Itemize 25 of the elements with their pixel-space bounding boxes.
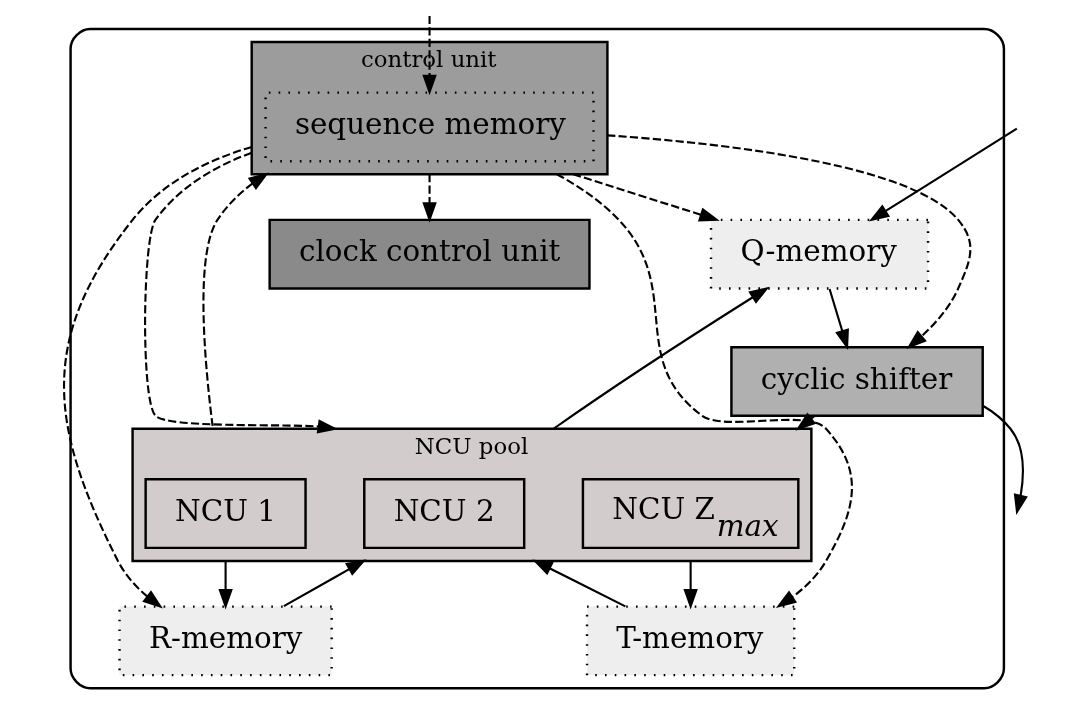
node-box: T-memory [585, 605, 796, 677]
arrow [63, 145, 252, 609]
cluster [69, 27, 1006, 690]
arrow [572, 173, 720, 222]
arrow [218, 560, 233, 610]
node-box: Q-memory [709, 218, 930, 290]
arrow [828, 288, 849, 350]
node-box: clock control unit [268, 218, 591, 290]
arrow [202, 172, 269, 429]
arrow [532, 559, 626, 608]
arrow [283, 559, 367, 608]
arrow [422, 16, 437, 96]
node-box: NCU 1 [144, 478, 307, 550]
arrow [683, 560, 698, 610]
arrow [144, 151, 339, 434]
arrow [868, 127, 1018, 222]
node-box: cyclic shifter [730, 345, 984, 417]
arrow [607, 134, 972, 349]
arrow [556, 173, 853, 608]
node-box: sequence memory [264, 91, 595, 163]
arrow [982, 405, 1028, 515]
arrow [422, 174, 437, 223]
node-box: R-memory [118, 605, 333, 677]
node-box: NCU 2 [363, 478, 526, 550]
arrow [552, 286, 770, 430]
